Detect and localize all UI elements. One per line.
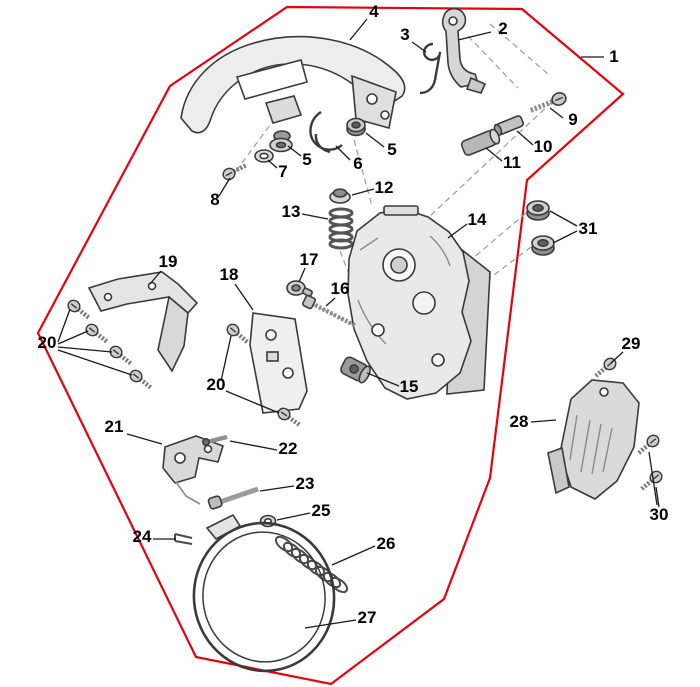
leader-lines (57, 18, 660, 629)
callout-26: 26 (377, 534, 396, 553)
part-14-brake-housing (347, 205, 491, 400)
callout-21: 21 (105, 417, 124, 436)
callout-3: 3 (400, 25, 409, 44)
callout-7: 7 (278, 162, 287, 181)
part-26-coil-spring (274, 535, 349, 594)
part-4-hand-guard (180, 35, 406, 134)
part-8-screw (221, 160, 248, 181)
callout-27: 27 (358, 608, 377, 627)
callout-5b: 5 (387, 140, 396, 159)
part-6-spring-clip (309, 110, 343, 154)
part-19-guide-bracket (87, 271, 199, 373)
callout-22: 22 (279, 439, 298, 458)
part-22-pin (202, 434, 228, 446)
part-31-flange-nuts (526, 200, 555, 256)
callout-18: 18 (220, 265, 239, 284)
callout-13: 13 (282, 202, 301, 221)
part-18-side-plate (249, 312, 308, 414)
callout-10: 10 (534, 137, 553, 156)
callout-25: 25 (312, 501, 331, 520)
callout-1: 1 (609, 47, 618, 66)
callout-8: 8 (210, 190, 219, 209)
callout-9: 9 (568, 110, 577, 129)
callout-20b: 20 (207, 375, 226, 394)
part-27-brake-band (192, 513, 336, 673)
callout-labels: 1 2 3 4 5 5 6 7 8 9 10 11 12 13 14 15 16… (38, 2, 669, 627)
part-2-brake-lever (441, 7, 487, 94)
callout-17: 17 (300, 250, 319, 269)
callout-24: 24 (133, 527, 152, 546)
callout-4: 4 (369, 2, 379, 21)
part-11-piston (460, 128, 501, 156)
callout-11: 11 (503, 153, 521, 172)
callout-2: 2 (498, 19, 507, 38)
callout-28: 28 (510, 412, 529, 431)
part-13-coil-spring (328, 207, 354, 250)
part-30-screws (635, 433, 664, 493)
part-23-link-rod (207, 486, 259, 510)
callout-29: 29 (622, 334, 641, 353)
part-3-torsion-spring (419, 42, 442, 95)
part-16-screw-long (301, 294, 357, 328)
part-5-nut-rear (346, 117, 366, 137)
part-12-cap (329, 188, 351, 204)
callout-31: 31 (579, 219, 598, 238)
part-28-chain-catcher-cover (547, 379, 640, 500)
callout-15: 15 (400, 377, 419, 396)
part-15-barrel-nut (340, 356, 371, 384)
parts-layer (66, 7, 664, 673)
callout-19: 19 (159, 252, 178, 271)
callout-23: 23 (296, 474, 315, 493)
callout-20a: 20 (38, 333, 57, 352)
part-17-grommet (286, 280, 313, 298)
callout-16: 16 (331, 279, 350, 298)
callout-6: 6 (353, 154, 362, 173)
callout-14: 14 (468, 210, 487, 229)
part-7-washer (254, 149, 274, 163)
part-10-sleeve-pin (493, 115, 525, 136)
part-24-retainer-clip (174, 533, 193, 545)
part-21-latch-bracket (162, 435, 224, 505)
callout-5a: 5 (302, 150, 311, 169)
part-5-washer-nut-front (269, 130, 293, 153)
part-9-bolt (528, 92, 567, 114)
callout-12: 12 (375, 178, 394, 197)
callout-30: 30 (650, 505, 669, 524)
diagram-outline (36, 5, 625, 686)
